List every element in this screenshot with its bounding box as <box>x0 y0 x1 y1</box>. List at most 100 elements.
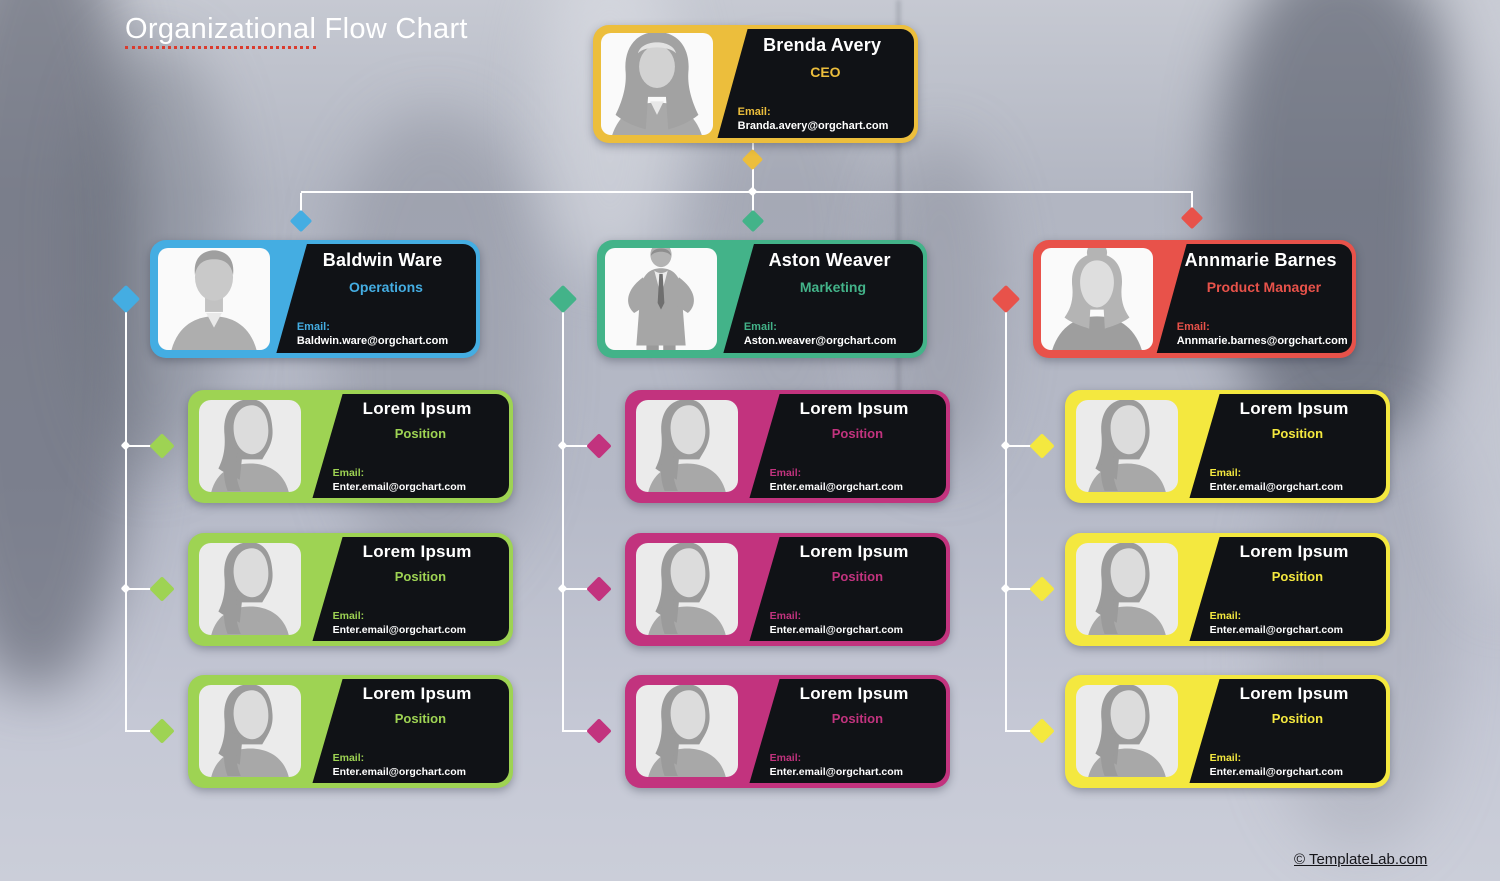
person-name: Lorem Ipsum <box>362 542 472 561</box>
card-aston-weaver: Aston Weaver Marketing Email: Aston.weav… <box>597 240 927 358</box>
avatar-frame <box>1076 400 1178 492</box>
card-annmarie-barnes: Annmarie Barnes Product Manager Email: A… <box>1033 240 1356 358</box>
card-panel <box>1189 394 1386 498</box>
email-block: Email: Enter.email@orgchart.com <box>770 610 903 637</box>
person-title: Position <box>831 569 884 584</box>
person-title: Position <box>831 711 884 726</box>
person-title: Position <box>831 426 884 441</box>
connector-line <box>126 730 156 732</box>
male-avatar <box>605 248 717 350</box>
connector-line <box>300 193 302 215</box>
email-address: Branda.avery@orgchart.com <box>737 119 889 132</box>
person-title: Position <box>394 711 447 726</box>
email-label: Email: <box>1209 467 1242 480</box>
person-title: Position <box>394 569 447 584</box>
male-avatar <box>158 248 270 350</box>
email-block: Email: Enter.email@orgchart.com <box>333 467 466 494</box>
email-address: Annmarie.barnes@orgchart.com <box>1176 334 1348 347</box>
email-block: Email: Enter.email@orgchart.com <box>1210 752 1343 779</box>
email-label: Email: <box>769 467 802 480</box>
person-title: Position <box>1271 426 1324 441</box>
female-avatar <box>1076 685 1178 777</box>
card-panel <box>717 29 914 138</box>
connector-line <box>752 193 754 215</box>
email-address: Aston.weaver@orgchart.com <box>743 334 897 347</box>
page-title: Organizational Flow Chart <box>125 13 468 49</box>
background-figure <box>1218 0 1468 450</box>
card-panel <box>1156 244 1352 353</box>
email-label: Email: <box>1176 320 1210 333</box>
email-label: Email: <box>332 610 365 623</box>
person-title: Position <box>1271 569 1324 584</box>
avatar-frame <box>636 543 738 635</box>
email-address: Enter.email@orgchart.com <box>332 480 466 493</box>
person-name: Aston Weaver <box>768 250 891 270</box>
female-avatar <box>1076 543 1178 635</box>
email-block: Email: Annmarie.barnes@orgchart.com <box>1177 320 1348 348</box>
female-avatar <box>199 685 301 777</box>
person-title: Marketing <box>799 279 867 295</box>
card-subordinate: Lorem Ipsum Position Email: Enter.email@… <box>1065 675 1390 788</box>
email-block: Email: Enter.email@orgchart.com <box>333 752 466 779</box>
card-subordinate: Lorem Ipsum Position Email: Enter.email@… <box>188 533 513 646</box>
card-subordinate: Lorem Ipsum Position Email: Enter.email@… <box>188 390 513 503</box>
page-title-underlined-word: Organizational <box>125 13 317 49</box>
email-label: Email: <box>1209 752 1242 765</box>
email-label: Email: <box>737 105 771 118</box>
connector-line <box>562 311 564 732</box>
avatar-frame <box>1076 685 1178 777</box>
connector-line <box>1191 193 1193 212</box>
email-address: Enter.email@orgchart.com <box>769 480 903 493</box>
female-avatar <box>1041 248 1153 350</box>
email-address: Enter.email@orgchart.com <box>332 623 466 636</box>
connector-line <box>1005 311 1007 732</box>
person-title: Position <box>1271 711 1324 726</box>
email-address: Enter.email@orgchart.com <box>769 623 903 636</box>
person-name: Lorem Ipsum <box>799 542 909 561</box>
email-address: Enter.email@orgchart.com <box>1209 765 1343 778</box>
email-label: Email: <box>296 320 330 333</box>
person-title: Operations <box>349 279 423 295</box>
card-subordinate: Lorem Ipsum Position Email: Enter.email@… <box>188 675 513 788</box>
connector-line <box>125 311 127 732</box>
email-address: Enter.email@orgchart.com <box>332 765 466 778</box>
email-label: Email: <box>1209 610 1242 623</box>
female-avatar <box>199 400 301 492</box>
female-avatar <box>636 543 738 635</box>
avatar-frame <box>636 400 738 492</box>
card-subordinate: Lorem Ipsum Position Email: Enter.email@… <box>1065 533 1390 646</box>
card-baldwin-ware: Baldwin Ware Operations Email: Baldwin.w… <box>150 240 480 358</box>
connector-line <box>563 730 593 732</box>
card-panel <box>1189 679 1386 783</box>
email-label: Email: <box>332 752 365 765</box>
email-block: Email: Enter.email@orgchart.com <box>1210 467 1343 494</box>
connector-line <box>126 588 156 590</box>
connector-line <box>1006 445 1036 447</box>
email-block: Email: Branda.avery@orgchart.com <box>738 105 889 133</box>
card-brenda-avery: Brenda Avery CEO Email: Branda.avery@org… <box>593 25 918 143</box>
connector-line <box>126 445 156 447</box>
avatar-frame <box>199 400 301 492</box>
person-name: Lorem Ipsum <box>1239 542 1349 561</box>
email-address: Enter.email@orgchart.com <box>1209 480 1343 493</box>
background-seam <box>897 0 900 430</box>
card-panel <box>749 394 946 498</box>
avatar-frame <box>636 685 738 777</box>
female-avatar <box>636 400 738 492</box>
email-label: Email: <box>332 467 365 480</box>
email-block: Email: Enter.email@orgchart.com <box>1210 610 1343 637</box>
card-subordinate: Lorem Ipsum Position Email: Enter.email@… <box>1065 390 1390 503</box>
card-subordinate: Lorem Ipsum Position Email: Enter.email@… <box>625 533 950 646</box>
avatar-frame <box>199 543 301 635</box>
avatar-frame <box>158 248 270 350</box>
email-address: Enter.email@orgchart.com <box>769 765 903 778</box>
female-avatar <box>199 543 301 635</box>
watermark-link[interactable]: © TemplateLab.com <box>1294 851 1428 868</box>
card-panel <box>276 244 476 353</box>
card-subordinate: Lorem Ipsum Position Email: Enter.email@… <box>625 675 950 788</box>
person-title: Position <box>394 426 447 441</box>
person-title: CEO <box>810 64 841 80</box>
person-name: Baldwin Ware <box>322 250 443 270</box>
email-label: Email: <box>743 320 777 333</box>
